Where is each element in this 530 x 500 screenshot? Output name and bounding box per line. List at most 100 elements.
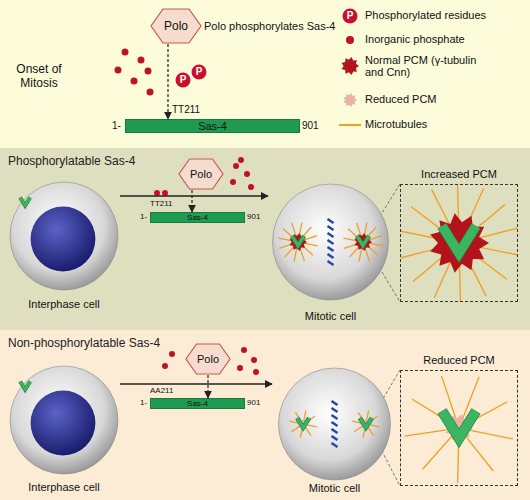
cell-body [10,366,118,474]
dashed-arrow [167,44,168,119]
kinase-name: Polo [178,158,224,190]
legend-text: Microtubules [365,118,427,130]
legend-swatch-box [338,88,362,112]
phosphate-dot [145,68,152,75]
polo-node: Polo [178,158,224,190]
chromosome [328,226,334,230]
legend-text: Normal PCM (γ-tubulin and Cnn) [365,54,477,78]
zoom-box [400,184,518,302]
protein-name: Sas-4 [126,120,299,132]
hexagon-shape [179,159,223,189]
mitotic-cell-drawing [272,366,397,482]
chromosome [328,254,334,258]
kinase-name: Polo [150,8,202,44]
hexagon-shape [186,344,230,374]
protein-name: Sas-4 [151,399,244,408]
phosphate-dot [147,89,154,96]
nucleus [31,391,96,456]
legend-swatch [343,93,357,107]
top-panel [0,0,530,148]
zoom-box [400,370,518,486]
pcm-closeup [401,185,517,301]
bar-node: Sas-4 [150,398,245,409]
centriole-outline [442,226,476,253]
phosphate-dot [122,49,129,56]
chromosome [328,233,334,237]
centriole [360,418,372,428]
bar-node: Sas-4 [125,119,300,133]
centriole [357,236,369,246]
nucleus [31,207,96,272]
annotation: Onset of Mitosis [6,62,72,90]
centriole-outline [20,382,30,390]
centriole-outline [360,418,372,428]
legend-phospho-sample [343,9,358,24]
polo-node: Polo [150,8,202,44]
centriole [20,198,30,206]
pcm [361,419,372,430]
centriole [20,382,30,390]
centriole [297,418,309,428]
legend-swatch [346,36,354,44]
panel-heading: Non-phosphorylatable Sas-4 [8,336,160,350]
cell-body [279,368,391,480]
legend-text: Reduced PCM [365,93,437,105]
icell-node: Interphase cell [8,362,120,500]
interphase-cell-drawing [8,362,120,481]
pcm [355,233,373,251]
microtubule [461,431,493,471]
mcell-node: Mitotic cell [272,366,397,500]
chromosome [332,415,338,419]
chromosome [328,247,334,251]
zoom-node: Increased PCM [400,168,518,302]
centriole-outline [357,236,369,246]
legend-swatch-box [338,54,362,78]
centriole-outline [20,198,30,206]
legend-microtubule-sample [339,124,361,126]
bar-node: Sas-4 [150,212,245,223]
phosphate-dot [138,57,145,64]
phospho-mark: P [176,74,190,86]
chromosome [332,429,338,433]
cell-label: Mitotic cell [272,482,397,494]
phospho-circle [176,73,191,88]
chromosome [328,261,334,265]
centriole [442,411,476,438]
zoom-heading: Reduced PCM [400,354,518,366]
icell-node: Interphase cell [8,178,120,318]
chromosome [332,422,338,426]
annotation: Polo phosphorylates Sas-4 [204,20,335,32]
annotation: AA211 [150,386,173,395]
cell-label: Mitotic cell [268,310,393,322]
annotation: 1- [140,398,147,407]
annotation: 901 [302,120,319,131]
centriole [292,236,304,246]
legend-text: Phosphorylated residues [365,9,486,21]
chromosome [332,436,338,440]
centriole [442,226,476,253]
chromosome [328,219,334,223]
protein-name: Sas-4 [151,213,244,222]
phospho-circle [192,65,207,80]
cell-body [273,184,389,300]
chromosome [328,240,334,244]
cell-label: Interphase cell [8,298,120,310]
legend-swatch [342,57,360,75]
annotation: TT211 [172,104,200,115]
annotation: 901 [247,212,260,221]
zoom-node: Reduced PCM [400,354,518,486]
zoom-heading: Increased PCM [400,168,518,180]
centriole-outline [442,411,476,438]
phospho-mark: P [192,66,206,78]
band-node: Phosphorylatable Sas-4Interphase cell Pol… [0,148,530,330]
band-node: Non-phosphorylatable Sas-4Interphase cel… [0,330,530,500]
legend-text: Inorganic phosphate [365,33,465,45]
interphase-cell-drawing [8,178,120,298]
pcm [430,213,489,272]
panel-heading: Phosphorylatable Sas-4 [8,154,135,168]
polo-node: Polo [185,343,231,375]
centriole-outline [292,236,304,246]
annotation: 901 [247,398,260,407]
phospho-mark: P [343,10,357,22]
